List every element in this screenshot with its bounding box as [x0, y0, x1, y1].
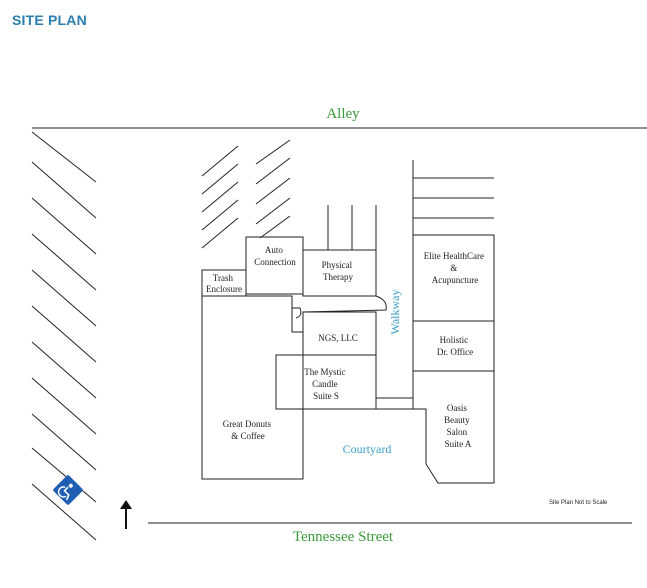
mystic-candle-label: The Mystic Candle Suite S	[304, 367, 348, 401]
oasis-unit	[412, 370, 495, 484]
great-donuts-label: Great Donuts & Coffee	[223, 419, 274, 441]
walkway-door	[292, 307, 302, 319]
scale-note: Site Plan Not to Scale	[549, 500, 608, 506]
page-title: SITE PLAN	[12, 12, 87, 28]
left-parking-stalls	[31, 131, 97, 541]
wheelchair-icon	[53, 475, 83, 505]
north-arrow-icon	[120, 500, 132, 529]
walkway-passage	[302, 295, 387, 313]
tennessee-street-label: Tennessee Street	[293, 529, 394, 545]
holistic-unit	[412, 320, 495, 372]
courtyard-label: Courtyard	[343, 442, 392, 456]
great-donuts-unit	[201, 295, 304, 480]
holistic-label: Holistic Dr. Office	[437, 335, 473, 357]
right-parking-stalls	[412, 160, 494, 235]
small-annex	[375, 397, 414, 410]
auto-connection-label: Auto Connection	[254, 245, 296, 267]
walkway-label: Walkway	[388, 289, 402, 334]
physical-therapy-label: Physical Therapy	[322, 260, 355, 282]
trash-enclosure-label: Trash Enclosure	[206, 273, 242, 294]
ngs-label: NGS, LLC	[318, 333, 358, 343]
alley-label: Alley	[326, 106, 360, 122]
oasis-label: Oasis Beauty Salon Suite A	[444, 403, 472, 449]
vertical-parking-stalls	[327, 205, 377, 250]
elite-healthcare-label: Elite HealthCare & Acupuncture	[424, 251, 486, 285]
upper-parking-stalls	[201, 139, 291, 249]
mystic-candle-unit	[275, 354, 377, 410]
